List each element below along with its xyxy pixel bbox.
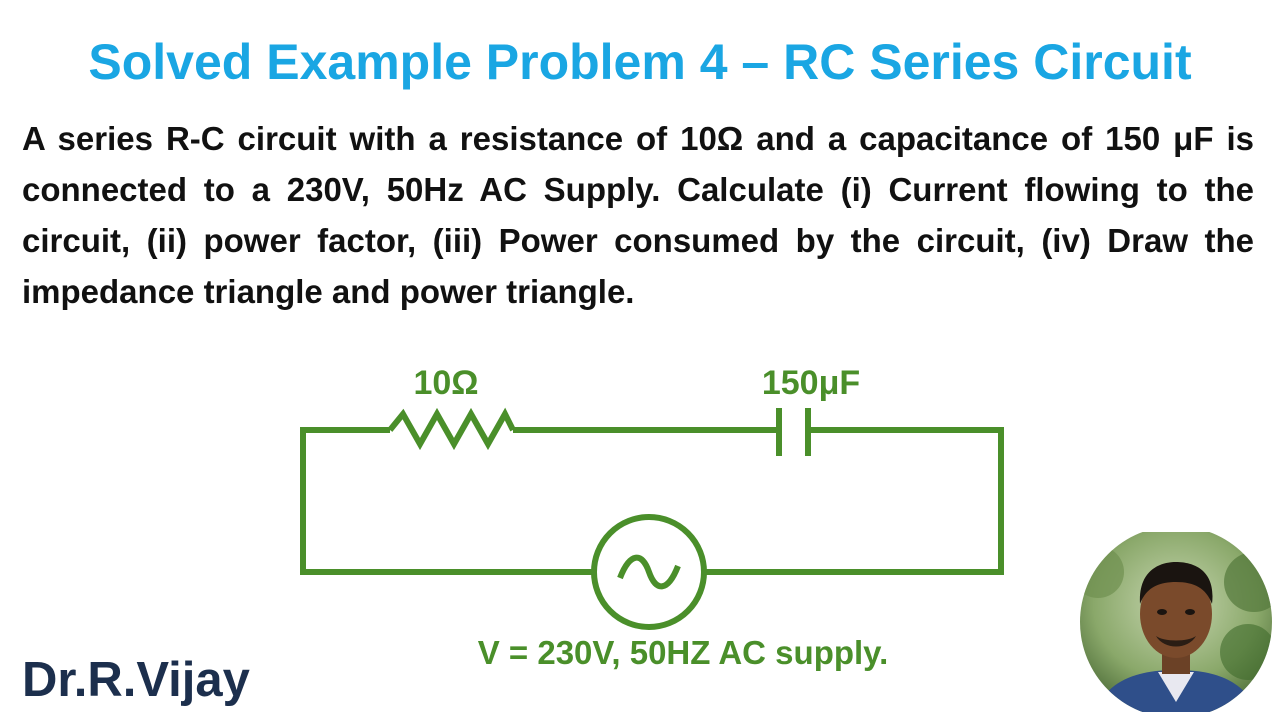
wire-top-right bbox=[811, 427, 1004, 572]
wire-top-left bbox=[300, 427, 390, 572]
resistor-symbol bbox=[387, 407, 516, 451]
resistor-label: 10Ω bbox=[413, 364, 478, 402]
ac-source-symbol bbox=[591, 514, 707, 630]
capacitor-label: 150μF bbox=[762, 364, 860, 402]
problem-statement: A series R-C circuit with a resistance o… bbox=[22, 120, 1254, 310]
sine-wave-icon bbox=[617, 554, 681, 590]
page-title: Solved Example Problem 4 – RC Series Cir… bbox=[88, 34, 1192, 90]
author-name: Dr.R.Vijay bbox=[22, 653, 250, 707]
source-label: V = 230V, 50HZ AC supply. bbox=[478, 634, 889, 671]
presenter-photo bbox=[1080, 532, 1272, 712]
